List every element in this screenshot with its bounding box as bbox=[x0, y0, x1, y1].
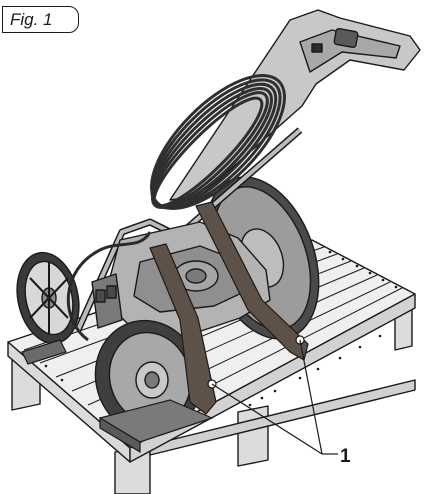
left-small-wheel bbox=[16, 251, 80, 345]
callout-number: 1 bbox=[340, 446, 351, 467]
front-wheel-chock-side bbox=[99, 416, 141, 454]
figure-label: Fig. 1 bbox=[2, 6, 79, 33]
strap-illustration bbox=[149, 201, 309, 415]
figure-label-text: Fig. 1 bbox=[10, 9, 53, 29]
strap-right bbox=[195, 201, 309, 361]
callout-leader-lines bbox=[211, 339, 338, 455]
left-wheel-chock bbox=[21, 339, 67, 365]
pressure-washer-illustration bbox=[66, 9, 421, 342]
strap-left bbox=[149, 243, 217, 415]
